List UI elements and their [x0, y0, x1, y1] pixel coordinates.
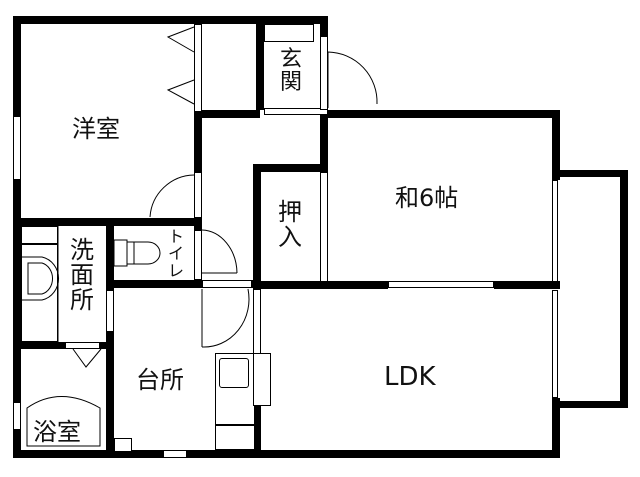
wall-japanese-top	[320, 110, 560, 118]
wash-side-jamb	[106, 290, 114, 332]
wall-japanese-right	[552, 110, 560, 180]
room-label-bathroom: 浴室	[33, 418, 81, 446]
washroom-vanity	[21, 244, 58, 342]
fridge-space	[253, 353, 271, 406]
wall-entrance-left	[256, 16, 264, 110]
wall-corridor-top	[194, 110, 260, 118]
kitchen-sink	[219, 358, 249, 388]
wall-closet-top	[253, 164, 328, 172]
wall-ldk-right-bottom	[552, 398, 560, 458]
wall-left-mid	[13, 180, 21, 402]
room-label-japanese: 和6帖	[395, 184, 459, 212]
room-label-western: 洋室	[72, 115, 120, 143]
wall-japanese-bottom-left	[253, 281, 388, 289]
wall-entrance-right	[320, 16, 328, 36]
window-bath-left	[13, 402, 21, 430]
wall-wash-bath-divider	[13, 342, 65, 349]
closet-door-panel	[320, 172, 328, 282]
western-door-swing	[149, 174, 195, 218]
bath-door-symbol	[72, 348, 102, 368]
entrance-floor-edge	[264, 108, 328, 115]
room-label-closet: 押入	[278, 198, 302, 252]
kitchen-stove-divider	[215, 424, 255, 426]
wall-left-bottom	[13, 430, 21, 458]
room-label-entrance: 玄関	[279, 47, 302, 96]
toilet-door-swing	[201, 229, 238, 274]
window-japanese-bottom	[388, 281, 494, 288]
wall-wash-bath-divider2	[100, 342, 114, 349]
entrance-door-swing	[327, 51, 378, 105]
wall-left	[13, 16, 21, 116]
wall-ldk-left	[253, 405, 261, 458]
window-kitchen-bottom	[163, 450, 187, 458]
window-western-left	[13, 116, 21, 180]
wall-japanese-bottom-right	[494, 281, 560, 289]
wall-bottom-right	[187, 450, 559, 458]
wall-balcony-right	[620, 170, 628, 408]
western-door-jamb	[194, 172, 202, 218]
room-label-kitchen: 台所	[136, 366, 184, 394]
toilet-door-jamb	[194, 230, 202, 280]
window-ldk-right	[552, 290, 558, 398]
wall-wash-right	[106, 222, 114, 452]
entrance-step	[264, 24, 314, 42]
kitchen-corner-fixture	[114, 438, 132, 452]
bathtub-icon	[26, 396, 101, 447]
wall-balcony-bottom	[552, 401, 628, 408]
closet-door-symbol	[166, 26, 195, 105]
kitchen-door-swing	[201, 288, 250, 348]
toilet-bowl-icon	[113, 239, 161, 267]
wall-bottom-left	[13, 450, 163, 458]
wall-balcony-top	[552, 170, 628, 177]
window-japanese-right	[552, 180, 558, 282]
wash-door-jamb	[65, 342, 100, 349]
wall-top-left	[13, 16, 328, 24]
wash-basin-icon	[27, 262, 53, 295]
wall-closet-left	[253, 164, 261, 289]
wall-toilet-bottom	[106, 280, 256, 288]
wall-western-room-right	[194, 112, 202, 172]
room-label-toilet: トイレ	[167, 227, 184, 280]
kitchen-door-jamb	[202, 280, 252, 288]
room-label-washroom: 洗面所	[70, 236, 94, 315]
closet-storage-panel	[194, 24, 202, 112]
room-label-ldk: LDK	[384, 362, 436, 392]
wall-ldk-corridor	[320, 110, 328, 166]
